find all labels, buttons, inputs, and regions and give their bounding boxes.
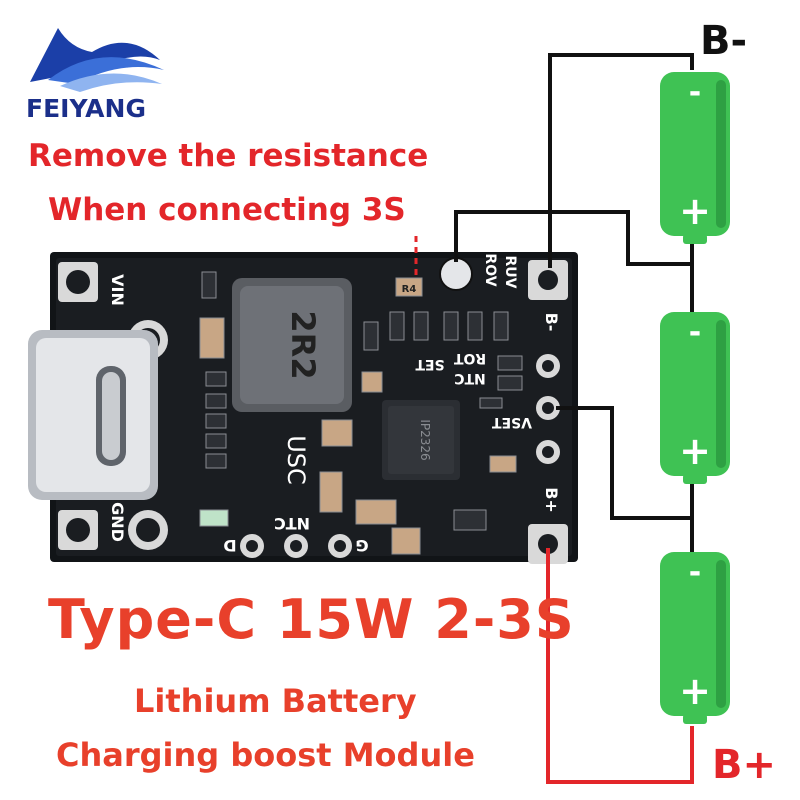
chip-label: IP2326	[418, 419, 432, 460]
pcb-label-b-minus: B-	[542, 313, 561, 332]
pcb-label-ntc: NTC	[454, 370, 486, 386]
wire-resistor-bridge	[454, 210, 692, 266]
pcb-label-usc: USC	[282, 435, 310, 485]
wiring	[454, 53, 694, 784]
battery-minus-sign: -	[689, 75, 701, 110]
pcb-label-set: SET	[415, 356, 445, 372]
battery-cell: -+	[660, 312, 730, 484]
pcb-label-ntc-bottom: NTC	[274, 514, 310, 533]
pcb-label-rot: ROT	[453, 350, 486, 366]
pcb-label-ruv: RUV	[502, 256, 518, 289]
battery-cell: -+	[660, 552, 730, 724]
pcb-label-vin: VIN	[108, 274, 127, 306]
battery-cell: -+	[660, 72, 730, 244]
pcb-label-d: D	[223, 536, 236, 555]
battery-plus-sign: +	[679, 189, 711, 233]
pcb-label-vset: VSET	[492, 414, 532, 430]
battery-plus-sign: +	[679, 669, 711, 713]
product-title: Type-C 15W 2-3S	[48, 588, 575, 651]
pcb-board: 2R2 IP2326	[28, 252, 578, 564]
subtitle-line-2: Charging boost Module	[56, 736, 475, 774]
battery-minus-sign: -	[689, 555, 701, 590]
inductor-label: 2R2	[284, 310, 322, 379]
pad-b-minus	[528, 260, 568, 300]
subtitle-line-1: Lithium Battery	[134, 682, 417, 720]
ic-chip: IP2326	[382, 400, 460, 480]
pad-b-plus	[528, 524, 568, 564]
pad-gnd	[58, 510, 98, 550]
inductor: 2R2	[232, 278, 352, 412]
battery-minus-sign: -	[689, 315, 701, 350]
usb-c-connector	[28, 330, 158, 500]
battery-stack: -+-+-+	[660, 72, 730, 724]
terminal-b-minus-label: B-	[700, 18, 748, 64]
pad-vin	[58, 262, 98, 302]
note-line-2: When connecting 3S	[48, 192, 406, 228]
wire-vset	[556, 406, 692, 520]
pcb-label-b-plus: B+	[542, 487, 561, 513]
passive-components	[199, 271, 523, 555]
wire-b-plus	[546, 548, 694, 784]
brand-name: FEIYANG	[26, 94, 146, 123]
pcb-label-resistor: R4	[402, 284, 417, 295]
wire-b-minus	[548, 53, 694, 268]
note-line-1: Remove the resistance	[28, 138, 429, 174]
pcb-label-rov: ROV	[482, 253, 498, 286]
feiyang-logo	[30, 28, 164, 92]
removable-resistor	[439, 257, 473, 291]
battery-plus-sign: +	[679, 429, 711, 473]
pcb-label-g: G	[355, 536, 368, 555]
terminal-b-plus-label: B+	[712, 742, 777, 788]
pcb-label-gnd: GND	[108, 502, 127, 542]
